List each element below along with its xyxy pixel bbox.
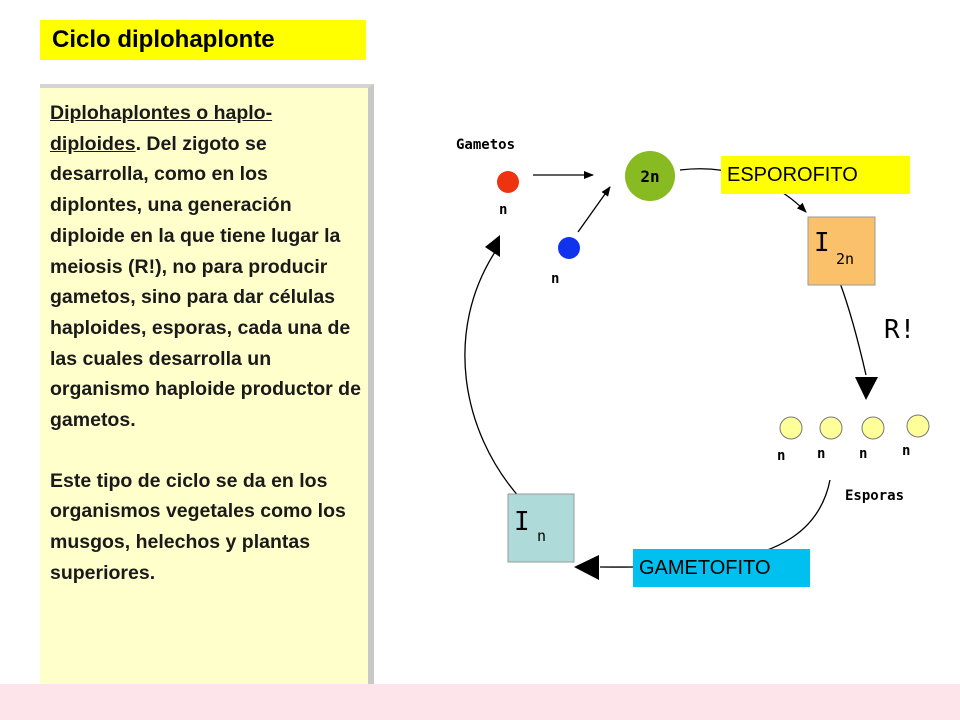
arrowhead-to-blue-gamete (485, 235, 500, 257)
spore-2 (819, 416, 843, 440)
term-diplohaplontes: Diplohaplontes o haplo-diploides (50, 102, 273, 155)
diploid-box-roman: I (814, 228, 830, 258)
title-box: Ciclo diplohaplonte (40, 20, 366, 60)
arrowhead-to-gametophyte (574, 555, 599, 580)
spore-2-label: n (817, 446, 825, 462)
cycle-curve-right (839, 282, 867, 376)
definition-text-1: . Del zigoto se desarrolla, como en los … (50, 132, 341, 339)
diploid-generation-box (807, 216, 876, 286)
cycle-curve-left (464, 251, 521, 499)
slide-title: Ciclo diplohaplonte (52, 26, 275, 53)
zygote (625, 151, 675, 201)
gametes-label: Gametos (456, 137, 515, 153)
arrowhead-to-spores (855, 377, 878, 400)
spore-3-label: n (859, 446, 867, 462)
gamete-red-label: n (499, 202, 507, 218)
spore-1-label: n (777, 448, 785, 464)
gamete-red (497, 171, 519, 193)
paragraph-definition: Diplohaplontes o haplo-diploides. Del zi… (50, 98, 362, 436)
spore-4-label: n (902, 443, 910, 459)
spore-4 (906, 414, 930, 438)
arrow-blue-to-zygote (577, 186, 611, 233)
spores-label: Esporas (845, 488, 904, 504)
spores-group: n n n n (777, 414, 930, 464)
diploid-box-ploidy: 2n (836, 250, 854, 268)
gamete-blue (558, 237, 580, 259)
text-panel: Diplohaplontes o haplo-diploides. Del zi… (40, 84, 374, 684)
definition-text-2: , cada una de las cuales desarrolla un o… (50, 316, 361, 432)
spore-1 (779, 416, 803, 440)
zygote-label: 2n (640, 167, 659, 186)
haploid-box-ploidy: n (537, 527, 546, 545)
haploid-generation-box (507, 493, 575, 563)
haploid-box-roman: I (514, 507, 530, 537)
term-esporas: esporas (151, 316, 227, 339)
footer-band (0, 684, 960, 720)
gametophyte-tag: GAMETOFITO (633, 549, 810, 587)
sporophyte-tag: ESPOROFITO (721, 156, 910, 194)
spore-3 (861, 416, 885, 440)
meiosis-label: R! (884, 315, 915, 345)
paragraph-examples: Este tipo de ciclo se da en los organism… (50, 469, 346, 584)
panel-body: Diplohaplontes o haplo-diploides. Del zi… (50, 98, 362, 589)
gamete-blue-label: n (551, 271, 559, 287)
